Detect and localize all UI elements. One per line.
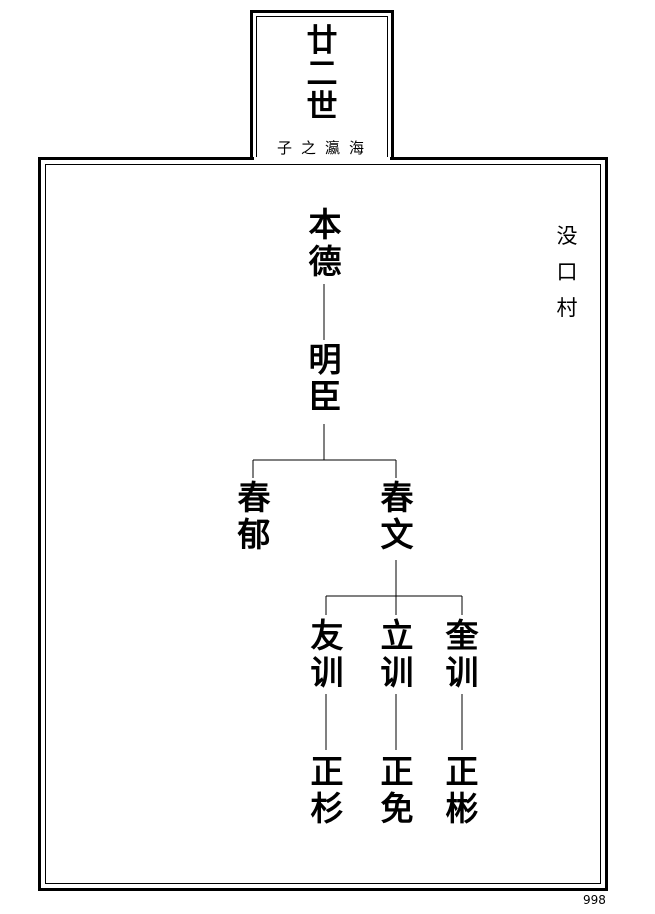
name-char: 彬 <box>445 789 479 828</box>
person-kui-xun: 奎 训 <box>440 617 484 691</box>
name-char: 杉 <box>310 789 344 828</box>
village-char: 没 <box>556 224 578 248</box>
person-chun-wen: 春 文 <box>375 479 419 553</box>
name-char: 文 <box>380 515 414 554</box>
person-zheng-mian: 正 免 <box>375 753 419 827</box>
page-number: 998 <box>583 893 606 907</box>
name-char: 明 <box>308 340 342 379</box>
person-zheng-bin: 正 彬 <box>440 753 484 827</box>
name-char: 奎 <box>445 616 479 655</box>
village-label: 没 口 村 <box>552 218 582 326</box>
person-ming-chen: 明 臣 <box>303 341 347 415</box>
village-char: 口 <box>556 260 578 284</box>
name-char: 免 <box>380 789 414 828</box>
person-li-xun: 立 训 <box>375 617 419 691</box>
person-chun-yu: 春 郁 <box>232 479 276 553</box>
genealogy-frame <box>38 157 608 891</box>
generation-char: 世 <box>306 89 338 125</box>
generation-char: 廿 <box>306 23 338 59</box>
generation-box: 廿 二 世 子之瀛海 <box>250 10 394 160</box>
name-char: 本 <box>308 205 342 244</box>
name-char: 正 <box>380 752 414 791</box>
person-you-xun: 友 训 <box>305 617 349 691</box>
name-char: 训 <box>310 653 344 692</box>
name-char: 春 <box>380 478 414 517</box>
generation-subtitle: 子之瀛海 <box>276 139 373 157</box>
name-char: 郁 <box>237 515 271 554</box>
name-char: 春 <box>237 478 271 517</box>
name-char: 德 <box>308 242 342 281</box>
name-char: 训 <box>380 653 414 692</box>
name-char: 臣 <box>308 377 342 416</box>
generation-char: 二 <box>306 56 338 92</box>
name-char: 训 <box>445 653 479 692</box>
person-ben-de: 本 德 <box>303 206 347 280</box>
village-char: 村 <box>556 296 578 320</box>
name-char: 立 <box>380 616 414 655</box>
name-char: 友 <box>310 616 344 655</box>
generation-title: 廿 二 世 <box>253 25 391 124</box>
name-char: 正 <box>445 752 479 791</box>
person-zheng-shan: 正 杉 <box>305 753 349 827</box>
name-char: 正 <box>310 752 344 791</box>
